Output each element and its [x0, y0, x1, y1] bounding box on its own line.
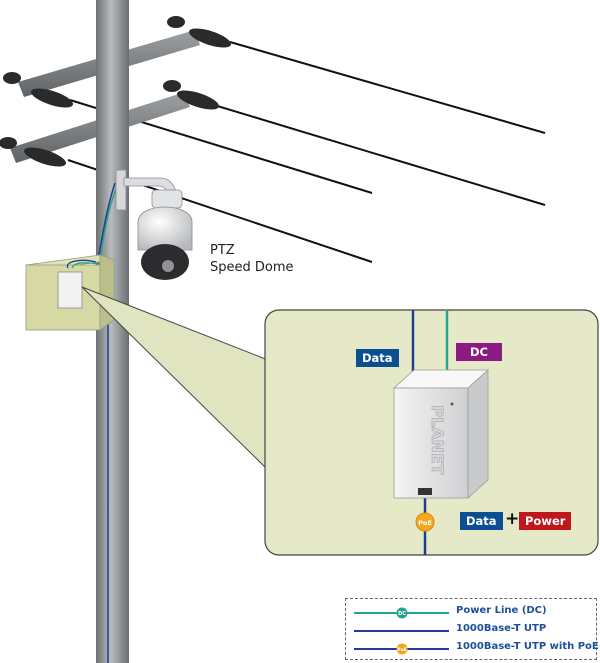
- svg-text:PoE: PoE: [418, 519, 432, 527]
- camera-label-line2: Speed Dome: [210, 260, 294, 275]
- dc-line-icon: DC: [354, 607, 449, 619]
- power-tag: Power: [519, 512, 572, 530]
- utp-line-icon: [354, 630, 449, 632]
- poe-badge: PoE: [415, 512, 435, 532]
- legend-item-poe: PoE 1000Base-T UTP with PoE: [346, 639, 599, 659]
- poe-injector: PLANET: [392, 369, 490, 499]
- svg-text:DC: DC: [398, 611, 406, 617]
- injector-brand: PLANET: [428, 405, 447, 475]
- camera-label-line1: PTZ: [210, 243, 235, 258]
- legend-item-dc: DC Power Line (DC): [346, 603, 598, 623]
- legend-label-dc: Power Line (DC): [456, 605, 547, 616]
- svg-text:PoE: PoE: [397, 647, 406, 653]
- dc-tag: DC: [456, 343, 502, 361]
- poe-line-icon: PoE: [354, 643, 449, 655]
- junction-box: [25, 254, 115, 331]
- utility-pole: [96, 0, 129, 663]
- data-combined-tag: Data: [460, 512, 503, 530]
- legend-label-poe: 1000Base-T UTP with PoE: [456, 641, 599, 652]
- camera-label: PTZ Speed Dome: [210, 242, 294, 276]
- insulators: [0, 16, 232, 167]
- legend-item-utp: 1000Base-T UTP: [346, 621, 598, 641]
- legend: DC Power Line (DC) 1000Base-T UTP PoE 10…: [345, 598, 599, 660]
- legend-label-utp: 1000Base-T UTP: [456, 623, 547, 634]
- plus-sign: +: [505, 509, 520, 529]
- ptz-speed-dome: [137, 189, 193, 280]
- data-tag: Data: [356, 349, 399, 367]
